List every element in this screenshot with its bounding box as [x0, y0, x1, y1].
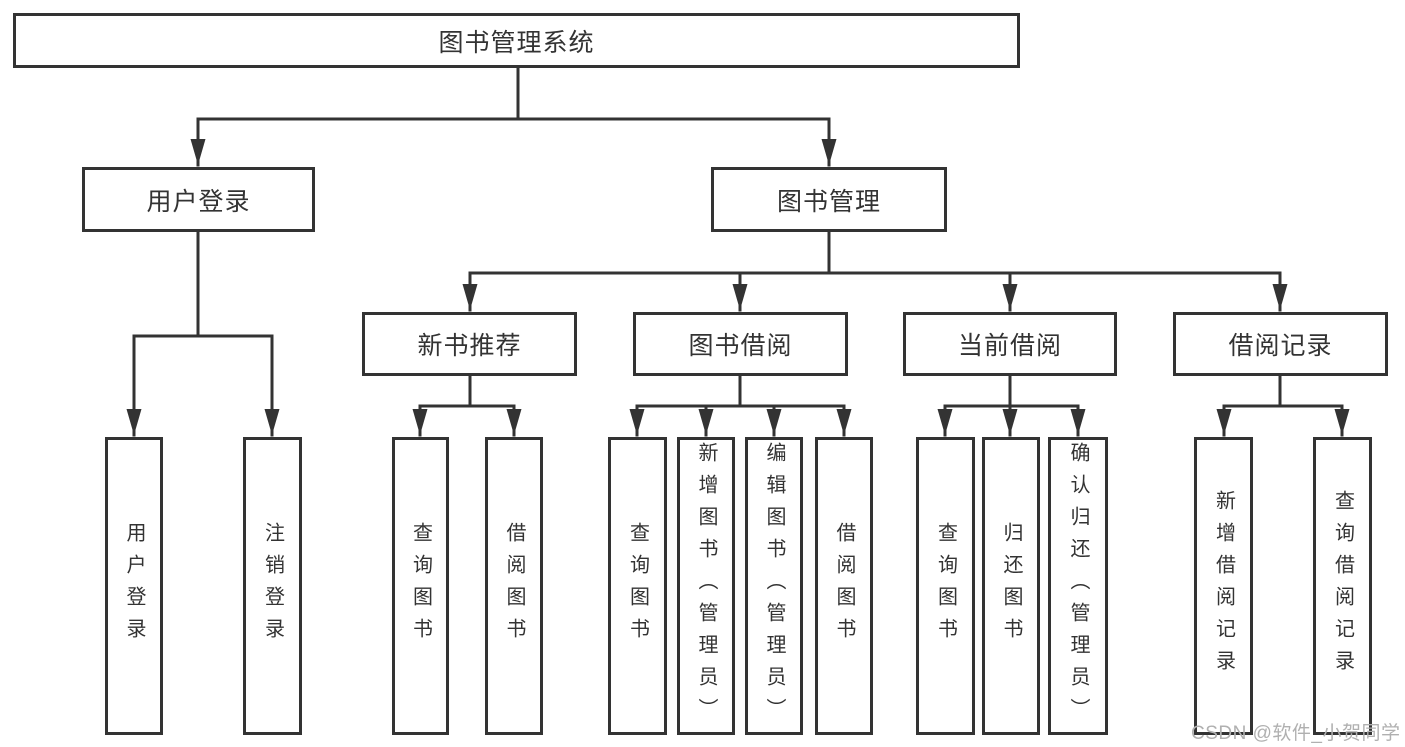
leaf-edit-books-admin: 编辑图书（管理员）: [745, 437, 803, 735]
leaf-user-login-label: 用户登录: [123, 522, 145, 650]
leaf-borrow-books-recommend-label: 借阅图书: [503, 522, 525, 650]
leaf-add-borrow-record-label: 新增借阅记录: [1212, 490, 1235, 682]
leaf-add-borrow-record: 新增借阅记录: [1194, 437, 1253, 735]
leaf-user-login: 用户登录: [105, 437, 163, 735]
leaf-add-books-admin: 新增图书（管理员）: [677, 437, 735, 735]
leaf-confirm-return-admin-label: 确认归还（管理员）: [1067, 442, 1089, 730]
node-current-borrowing-label: 当前借阅: [957, 332, 1062, 360]
leaf-query-borrow-record-label: 查询借阅记录: [1331, 490, 1354, 682]
csdn-watermark: CSDN @软件_小贺同学: [1191, 723, 1401, 744]
leaf-query-books-current: 查询图书: [916, 437, 975, 735]
node-new-book-recommendation: 新书推荐: [362, 312, 577, 376]
node-user-login-label: 用户登录: [146, 187, 251, 216]
node-current-borrowing: 当前借阅: [903, 312, 1117, 376]
leaf-query-books-borrowing-label: 查询图书: [626, 522, 649, 650]
leaf-logout-login-label: 注销登录: [261, 522, 284, 650]
leaf-logout-login: 注销登录: [243, 437, 302, 735]
node-book-borrowing-label: 图书借阅: [688, 332, 793, 360]
leaf-return-books: 归还图书: [982, 437, 1040, 735]
node-new-book-recommendation-label: 新书推荐: [417, 332, 522, 360]
leaf-query-books-current-label: 查询图书: [934, 522, 957, 650]
node-book-borrowing: 图书借阅: [633, 312, 848, 376]
node-borrowing-records: 借阅记录: [1173, 312, 1388, 376]
node-book-management: 图书管理: [711, 167, 947, 232]
node-library-system: 图书管理系统: [13, 13, 1020, 68]
node-book-management-label: 图书管理: [776, 187, 881, 216]
node-borrowing-records-label: 借阅记录: [1228, 332, 1333, 360]
leaf-query-books-recommend: 查询图书: [392, 437, 449, 735]
leaf-add-books-admin-label: 新增图书（管理员）: [695, 442, 717, 730]
node-library-system-label: 图书管理系统: [438, 28, 595, 57]
leaf-query-borrow-record: 查询借阅记录: [1313, 437, 1372, 735]
leaf-confirm-return-admin: 确认归还（管理员）: [1048, 437, 1108, 735]
leaf-edit-books-admin-label: 编辑图书（管理员）: [763, 442, 785, 730]
connector-lines: [126, 66, 1350, 437]
leaf-borrow-books-recommend: 借阅图书: [485, 437, 543, 735]
leaf-borrow-books-borrowing: 借阅图书: [815, 437, 873, 735]
node-user-login: 用户登录: [82, 167, 315, 232]
leaf-query-books-recommend-label: 查询图书: [409, 522, 432, 650]
leaf-return-books-label: 归还图书: [1000, 522, 1022, 650]
leaf-borrow-books-borrowing-label: 借阅图书: [833, 522, 855, 650]
leaf-query-books-borrowing: 查询图书: [608, 437, 667, 735]
